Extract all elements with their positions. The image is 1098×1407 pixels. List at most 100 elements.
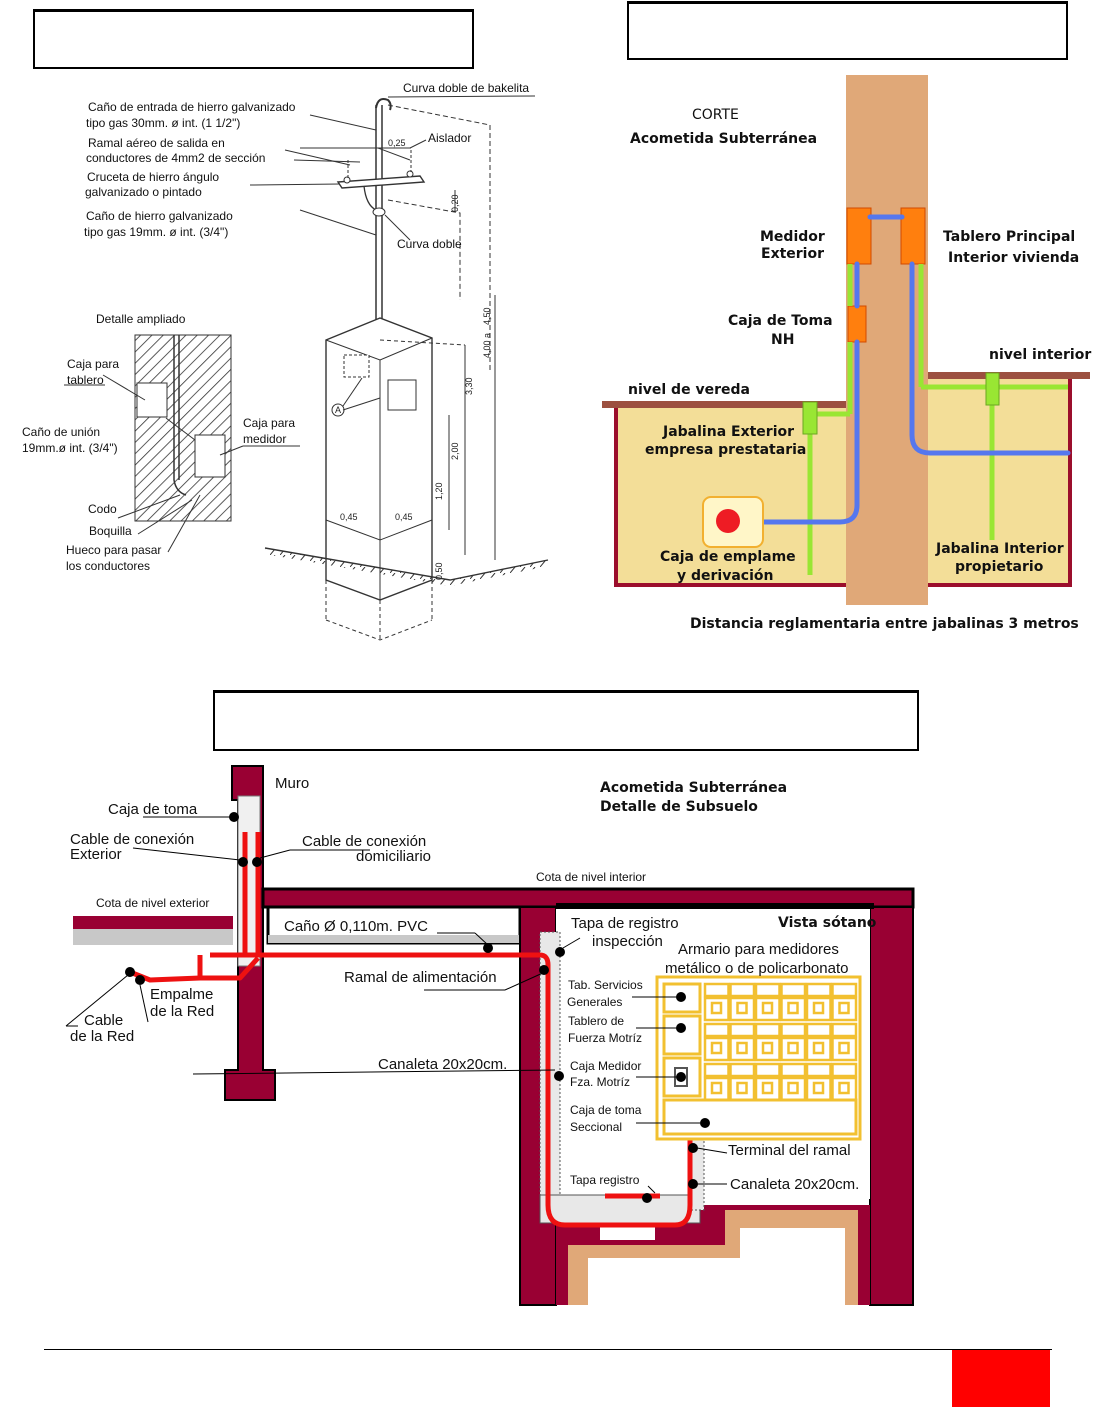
label-cano-entrada-1: Caño de entrada de hierro galvanizado xyxy=(88,100,296,114)
board-box-detail xyxy=(136,382,168,418)
label-cano-union-1: Caño de unión xyxy=(22,425,100,439)
meter-slot-label xyxy=(805,1022,832,1038)
meter-icon xyxy=(761,1081,774,1095)
label-ramal: Ramal de alimentación xyxy=(344,969,497,986)
dim-045-left: 0,45 xyxy=(340,512,358,522)
meter-icon xyxy=(710,1041,723,1055)
title-box-top-left xyxy=(33,9,474,69)
meter-icon xyxy=(838,1081,850,1095)
label-ramal-1: Ramal aéreo de salida en xyxy=(88,136,225,150)
label-jabalina-int-2: propietario xyxy=(955,559,1044,575)
meter-slot xyxy=(729,1036,756,1062)
dim-045-right: 0,45 xyxy=(395,512,413,522)
label-vista-sotano: Vista sótano xyxy=(778,915,877,931)
label-tab-serv-1: Tab. Servicios xyxy=(568,978,643,992)
page-number-badge xyxy=(952,1350,1050,1407)
interior-level xyxy=(928,372,1090,379)
exterior-ground-rod-head xyxy=(802,401,818,435)
meter-slot xyxy=(831,996,858,1022)
meter-slot xyxy=(831,1076,858,1102)
label-cruceta-2: galvanizado o pintado xyxy=(85,185,202,199)
label-empalme-2: de la Red xyxy=(150,1003,214,1020)
label-detalle-ampliado: Detalle ampliado xyxy=(96,312,186,326)
meter-slot xyxy=(703,1036,730,1062)
board-box xyxy=(343,354,370,378)
meter-slot xyxy=(805,1036,832,1062)
label-distancia-jabalinas: Distancia reglamentaria entre jabalinas … xyxy=(690,616,1079,632)
label-jabalina-int-1: Jabalina Interior xyxy=(935,541,1064,557)
label-caja-medidor-1: Caja para xyxy=(243,416,295,430)
meter-icon xyxy=(812,1001,825,1015)
meter-slot xyxy=(729,996,756,1022)
bakelite-double-curve-icon xyxy=(375,98,392,111)
meter-icon xyxy=(787,1001,799,1015)
meter-icon xyxy=(812,1081,825,1095)
label-cable-dom-2: domiciliario xyxy=(356,848,431,865)
meter-slot xyxy=(703,996,730,1022)
label-caja-toma: Caja de toma xyxy=(108,801,198,818)
label-caja-toma-2: NH xyxy=(771,332,794,348)
interior-ground-rod-head xyxy=(985,372,1000,406)
meter-slot xyxy=(780,996,807,1022)
figure1-detail-drawing xyxy=(64,334,300,553)
label-tapa-reg-1: Tapa de registro xyxy=(571,915,679,932)
figure3-basement-drawing xyxy=(65,765,915,1306)
label-curva-doble-bakelita: Curva doble de bakelita xyxy=(403,81,529,95)
meter-icon xyxy=(761,1041,774,1055)
label-cano-hierro-2: tipo gas 19mm. ø int. (3/4") xyxy=(84,225,228,239)
meter-slot-label xyxy=(729,1022,756,1038)
label-cable-red-2: de la Red xyxy=(70,1028,134,1045)
meter-slot-label xyxy=(780,1022,807,1038)
label-nivel-interior: nivel interior xyxy=(989,347,1091,363)
label-title-2: Detalle de Subsuelo xyxy=(600,799,758,815)
meter-slot-label xyxy=(729,1062,756,1078)
label-aislador: Aislador xyxy=(428,131,471,145)
label-acometida-subterranea: Acometida Subterránea xyxy=(630,131,817,147)
meter-icon xyxy=(710,1001,723,1015)
label-cable-ext-1: Cable de conexión xyxy=(70,831,194,848)
insulator-icon xyxy=(406,170,414,178)
meter-slot-label xyxy=(831,982,858,998)
dim-120: 1,20 xyxy=(434,482,444,500)
label-caja-toma-1: Caja de Toma xyxy=(728,313,833,329)
label-cable-dom-1: Cable de conexión xyxy=(302,833,426,850)
exterior-level-strip xyxy=(73,916,233,929)
marker-a-label: A xyxy=(335,405,341,415)
label-cable-ext-2: Exterior xyxy=(70,846,122,863)
label-tapa-registro: Tapa registro xyxy=(570,1173,640,1187)
figure2-labels: CORTE Acometida Subterránea Medidor Exte… xyxy=(628,107,1091,632)
meter-slot-label xyxy=(805,1062,832,1078)
meter-cabinet-cells xyxy=(703,982,858,1102)
meter-icon xyxy=(787,1041,799,1055)
meter-slot xyxy=(831,1036,858,1062)
label-ramal-2: conductores de 4mm2 de sección xyxy=(86,151,265,165)
label-tablero-1: Tablero Principal xyxy=(943,229,1075,245)
label-curva-doble: Curva doble xyxy=(397,237,462,251)
label-jabalina-ext-2: empresa prestataria xyxy=(645,442,806,458)
label-cano-hierro-1: Caño de hierro galvanizado xyxy=(86,209,233,223)
label-cota-exterior: Cota de nivel exterior xyxy=(96,896,209,910)
dim-200: 2,00 xyxy=(450,442,460,460)
meter-slot-label xyxy=(754,1062,781,1078)
label-muro: Muro xyxy=(275,775,309,792)
label-medidor-2: Exterior xyxy=(761,246,824,262)
label-armario-1: Armario para medidores xyxy=(678,941,839,958)
label-cano-union-2: 19mm.ø int. (3/4") xyxy=(22,441,118,455)
label-caja-tablero-2: tablero xyxy=(67,373,104,387)
label-medidor-1: Medidor xyxy=(760,229,825,245)
label-armario-2: metálico o de policarbonato xyxy=(665,960,848,977)
label-jabalina-ext-1: Jabalina Exterior xyxy=(662,424,794,440)
meter-slot xyxy=(805,996,832,1022)
meter-icon xyxy=(761,1001,774,1015)
label-tab-fuerza-2: Fuerza Motríz xyxy=(568,1031,642,1045)
sidewalk-level xyxy=(602,401,846,408)
nh-socket-box xyxy=(847,305,867,343)
label-caja-emplame-2: y derivación xyxy=(677,568,773,584)
meter-icon xyxy=(838,1001,850,1015)
title-box-bottom xyxy=(213,690,919,751)
label-canaleta-right: Canaleta 20x20cm. xyxy=(730,1176,859,1193)
label-caja-medidor-2: medidor xyxy=(243,432,286,446)
insulator-icon xyxy=(343,176,351,184)
label-caja-med-1: Caja Medidor xyxy=(570,1059,641,1073)
